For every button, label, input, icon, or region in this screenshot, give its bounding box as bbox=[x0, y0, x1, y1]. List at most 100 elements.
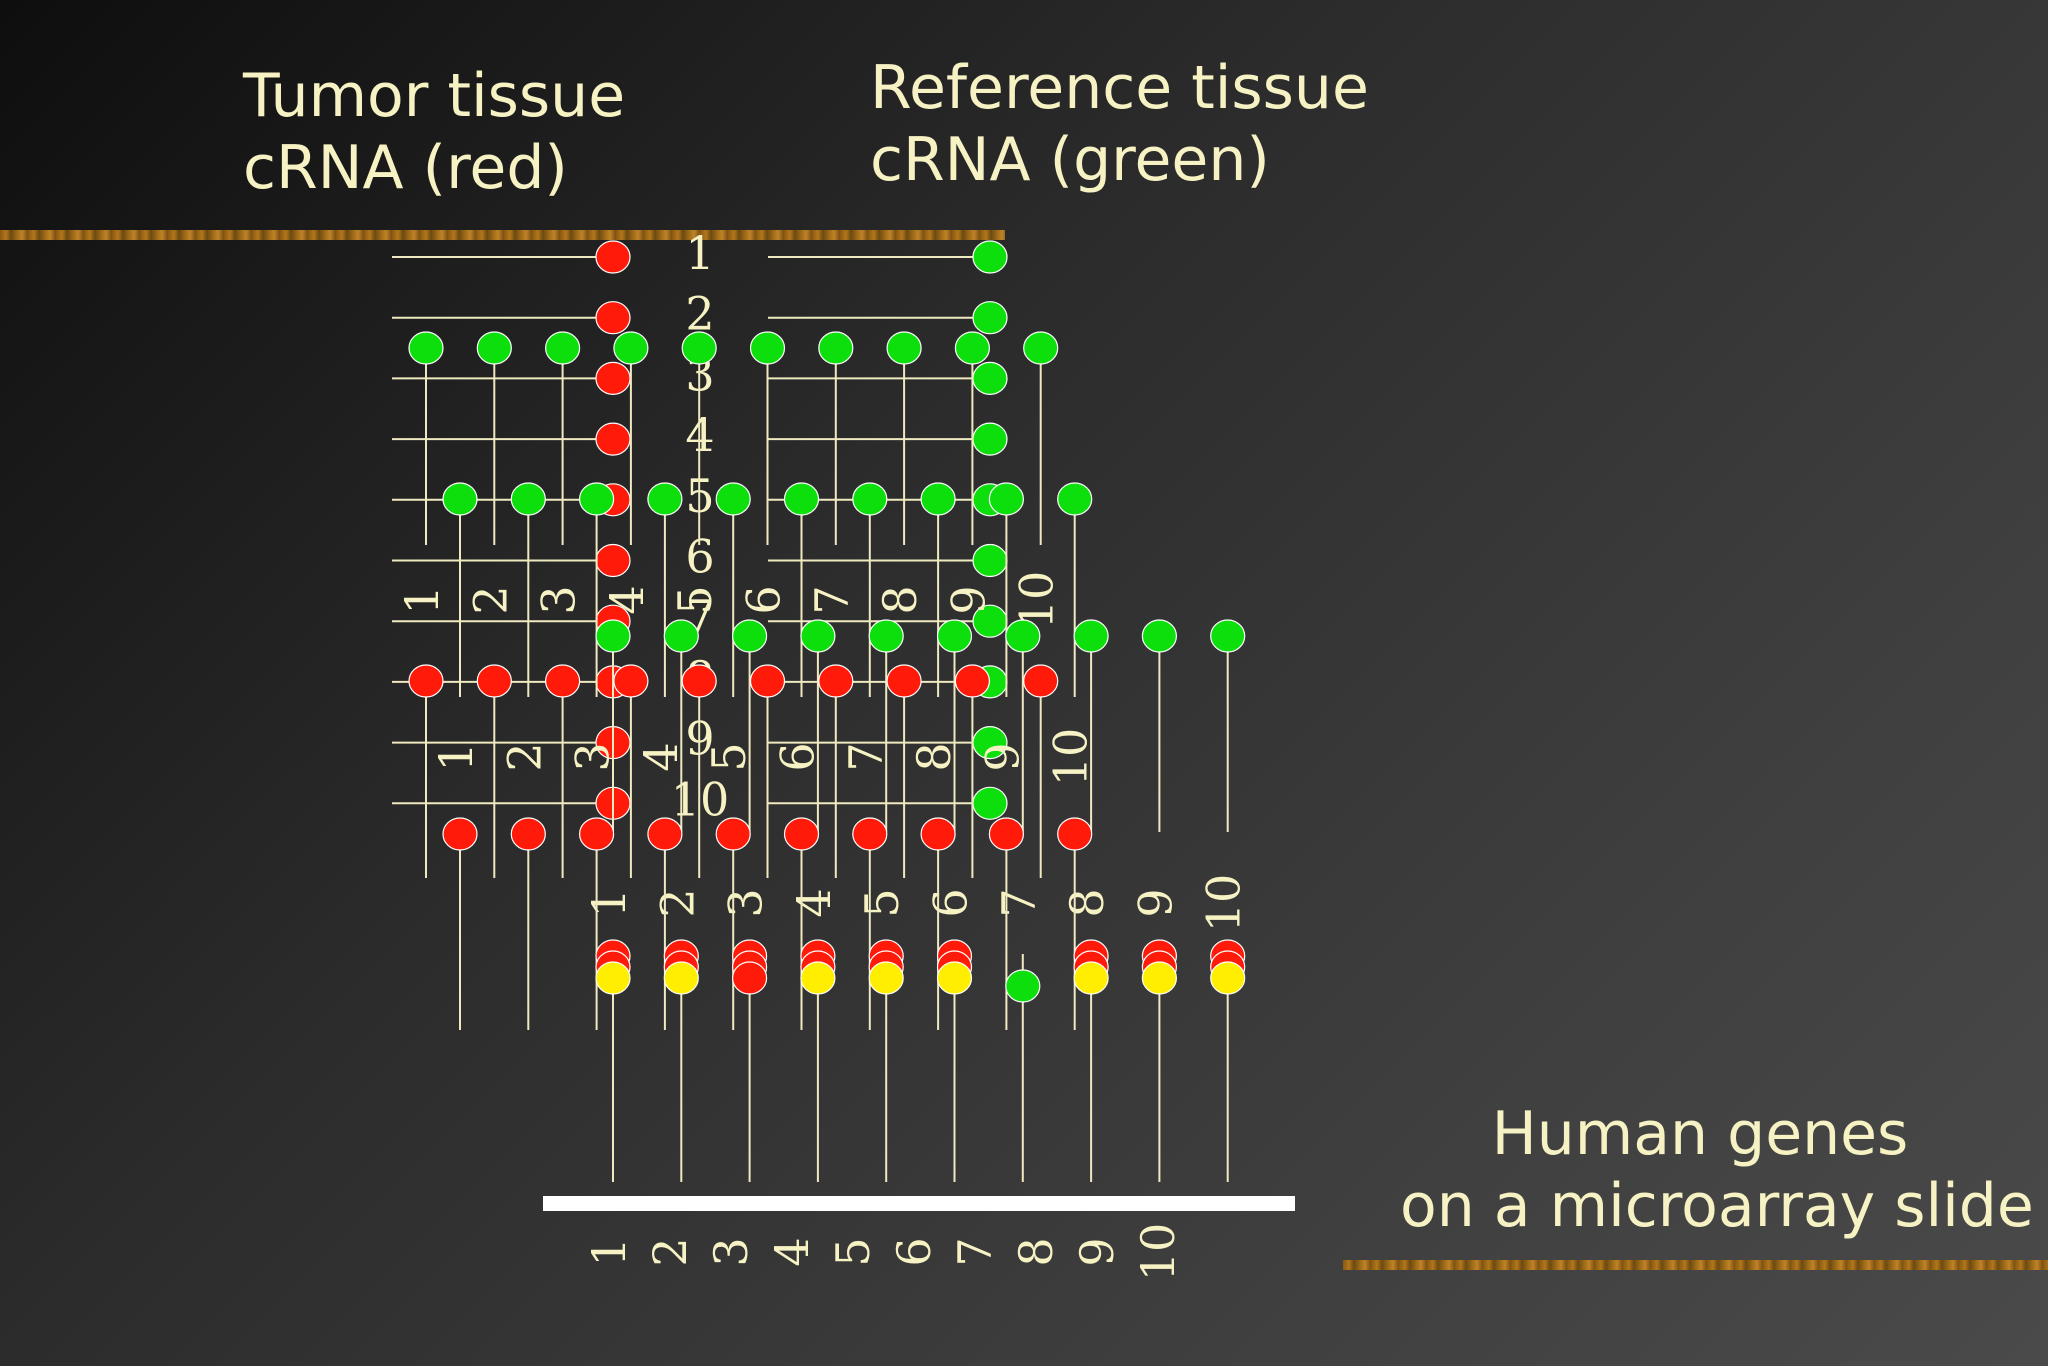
red-row-d-spot-1 bbox=[408, 664, 444, 698]
slide-gene-label-8: 8 bbox=[1009, 1237, 1063, 1266]
green-row-a-spot-4 bbox=[613, 331, 649, 365]
mixed-row-c-spot-1 bbox=[595, 619, 631, 653]
slide-spot-7-1 bbox=[1005, 969, 1041, 1003]
red-row-e-spot-5 bbox=[715, 817, 751, 851]
green-row-b-spot-3 bbox=[578, 482, 615, 516]
green-row-a-spot-7 bbox=[818, 331, 854, 365]
slide-gene-label-4: 4 bbox=[765, 1237, 819, 1266]
genes-title-line-2: on a microarray slide bbox=[1400, 1171, 2034, 1241]
green-row-a-spot-2 bbox=[476, 331, 512, 365]
tumor-title-line-1: Tumor tissue bbox=[243, 61, 626, 131]
slide-gene-label-3: 3 bbox=[704, 1237, 758, 1266]
slide-gene-label-1: 1 bbox=[582, 1237, 636, 1266]
red-row-d-spot-8 bbox=[886, 664, 922, 698]
slide-gene-label-7: 7 bbox=[948, 1237, 1002, 1266]
red-row-d-spot-2 bbox=[476, 664, 512, 698]
red-row-e-spot-9 bbox=[988, 817, 1025, 851]
reference-probes-spot-10 bbox=[972, 786, 1008, 820]
green-row-b-label-4: 4 bbox=[634, 742, 688, 771]
green-row-a-label-8: 8 bbox=[873, 585, 927, 614]
mixed-row-c-spot-4 bbox=[800, 619, 836, 653]
mixed-row-c-spot-3 bbox=[731, 619, 768, 653]
microarray-slide bbox=[543, 1196, 1295, 1211]
mixed-row-c-spot-6 bbox=[936, 619, 973, 653]
green-row-a-spot-9 bbox=[954, 331, 991, 365]
green-row-a-label-2: 2 bbox=[463, 585, 517, 614]
mixed-row-c-spot-5 bbox=[868, 619, 904, 653]
green-row-b-label-9: 9 bbox=[975, 742, 1029, 771]
slide-gene-label-5: 5 bbox=[826, 1237, 880, 1266]
green-row-a-label-4: 4 bbox=[600, 585, 654, 614]
green-row-b-spot-8 bbox=[920, 482, 956, 516]
mixed-row-c-label-4: 4 bbox=[787, 888, 841, 917]
green-row-a-label-3: 3 bbox=[532, 585, 586, 614]
red-row-e-spot-10 bbox=[1057, 817, 1093, 851]
mixed-row-c-label-6: 6 bbox=[924, 888, 978, 917]
green-row-b-spot-10 bbox=[1057, 482, 1093, 516]
green-row-a-spot-8 bbox=[886, 331, 922, 365]
tumor-probes-spot-1 bbox=[595, 240, 631, 274]
green-row-b-label-2: 2 bbox=[497, 742, 551, 771]
green-row-b-label-6: 6 bbox=[771, 742, 825, 771]
green-row-a-spot-1 bbox=[408, 331, 444, 365]
red-row-d-spot-9 bbox=[954, 664, 991, 698]
red-row-d-spot-10 bbox=[1023, 664, 1059, 698]
slide-spot-1-3 bbox=[595, 961, 631, 995]
red-row-d-spot-7 bbox=[818, 664, 854, 698]
reference-title-line-1: Reference tissue bbox=[870, 53, 1369, 123]
tumor-probes-spot-4 bbox=[595, 422, 631, 456]
decorative-divider-top bbox=[0, 230, 1005, 240]
mixed-row-c-label-5: 5 bbox=[855, 888, 909, 917]
red-row-d-spot-3 bbox=[544, 664, 581, 698]
green-row-b-spot-4 bbox=[647, 482, 683, 516]
mixed-row-c-spot-9 bbox=[1141, 619, 1178, 653]
green-row-a-label-6: 6 bbox=[737, 585, 791, 614]
red-row-e-spot-4 bbox=[647, 817, 683, 851]
green-row-b-spot-5 bbox=[715, 482, 751, 516]
mixed-row-c-label-8: 8 bbox=[1060, 888, 1114, 917]
decorative-divider-bottom bbox=[1343, 1260, 2048, 1270]
mixed-row-c-label-10: 10 bbox=[1197, 874, 1251, 933]
tumor-probes-spot-2 bbox=[595, 301, 631, 335]
red-row-e-spot-1 bbox=[442, 817, 478, 851]
mixed-row-c-label-2: 2 bbox=[650, 888, 704, 917]
reference-probes-spot-4 bbox=[972, 422, 1008, 456]
slide-spot-6-3 bbox=[936, 961, 973, 995]
green-row-a-label-9: 9 bbox=[941, 585, 995, 614]
human-genes-title: Human genes on a microarray slide bbox=[1400, 1098, 2034, 1242]
reference-title-line-2: cRNA (green) bbox=[870, 125, 1270, 195]
slide-gene-label-6: 6 bbox=[887, 1237, 941, 1266]
slide-gene-label-9: 9 bbox=[1070, 1237, 1124, 1266]
green-row-b-label-3: 3 bbox=[566, 742, 620, 771]
green-row-b-label-8: 8 bbox=[907, 742, 961, 771]
slide-gene-label-10: 10 bbox=[1131, 1223, 1185, 1282]
red-row-e-spot-8 bbox=[920, 817, 956, 851]
green-row-b-label-7: 7 bbox=[839, 742, 893, 771]
mixed-row-c-label-3: 3 bbox=[719, 888, 773, 917]
tumor-tissue-title: Tumor tissue cRNA (red) bbox=[243, 60, 625, 204]
green-row-b-label-5: 5 bbox=[702, 742, 756, 771]
red-row-e-spot-3 bbox=[578, 817, 615, 851]
reference-probes-spot-1 bbox=[972, 240, 1008, 274]
green-row-a-label-7: 7 bbox=[805, 585, 859, 614]
slide-spot-5-3 bbox=[868, 961, 904, 995]
green-row-a-spot-5 bbox=[681, 331, 717, 365]
tumor-title-line-2: cRNA (red) bbox=[243, 133, 568, 203]
green-row-b-spot-2 bbox=[510, 482, 546, 516]
reference-probes-spot-3 bbox=[972, 361, 1008, 395]
mixed-row-c-label-1: 1 bbox=[582, 888, 636, 917]
tumor-probes-label-1: 1 bbox=[685, 226, 714, 280]
slide-spot-10-3 bbox=[1210, 961, 1246, 995]
green-row-b-label-1: 1 bbox=[429, 742, 483, 771]
red-row-e-spot-2 bbox=[510, 817, 546, 851]
mixed-row-c-spot-10 bbox=[1210, 619, 1246, 653]
tumor-probes-spot-3 bbox=[595, 361, 631, 395]
slide-spot-3-3 bbox=[731, 961, 768, 995]
green-row-a-label-1: 1 bbox=[395, 585, 449, 614]
genes-title-line-1: Human genes bbox=[1491, 1099, 1909, 1169]
slide-spot-9-3 bbox=[1141, 961, 1178, 995]
mixed-row-c-spot-7 bbox=[1005, 619, 1041, 653]
green-row-a-spot-6 bbox=[749, 331, 786, 365]
red-row-d-spot-4 bbox=[613, 664, 649, 698]
